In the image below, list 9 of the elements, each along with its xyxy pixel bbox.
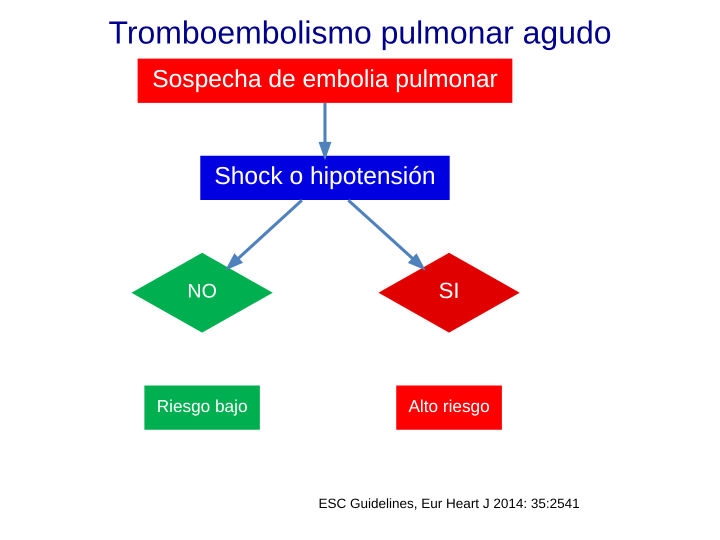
label: ESC Guidelines, Eur Heart J 2014: 35:2541 — [318, 496, 580, 512]
arrow — [347, 199, 426, 270]
node-box: Alto riesgo — [396, 386, 502, 430]
arrow — [225, 199, 303, 270]
arrow — [318, 103, 332, 160]
diagram-title: Tromboembolismo pulmonar agudo — [108, 14, 612, 51]
node-box: Riesgo bajo — [144, 386, 260, 430]
node-box: Sospecha de embolia pulmonar — [138, 58, 512, 103]
node-box: Shock o hipotensión — [200, 156, 450, 200]
